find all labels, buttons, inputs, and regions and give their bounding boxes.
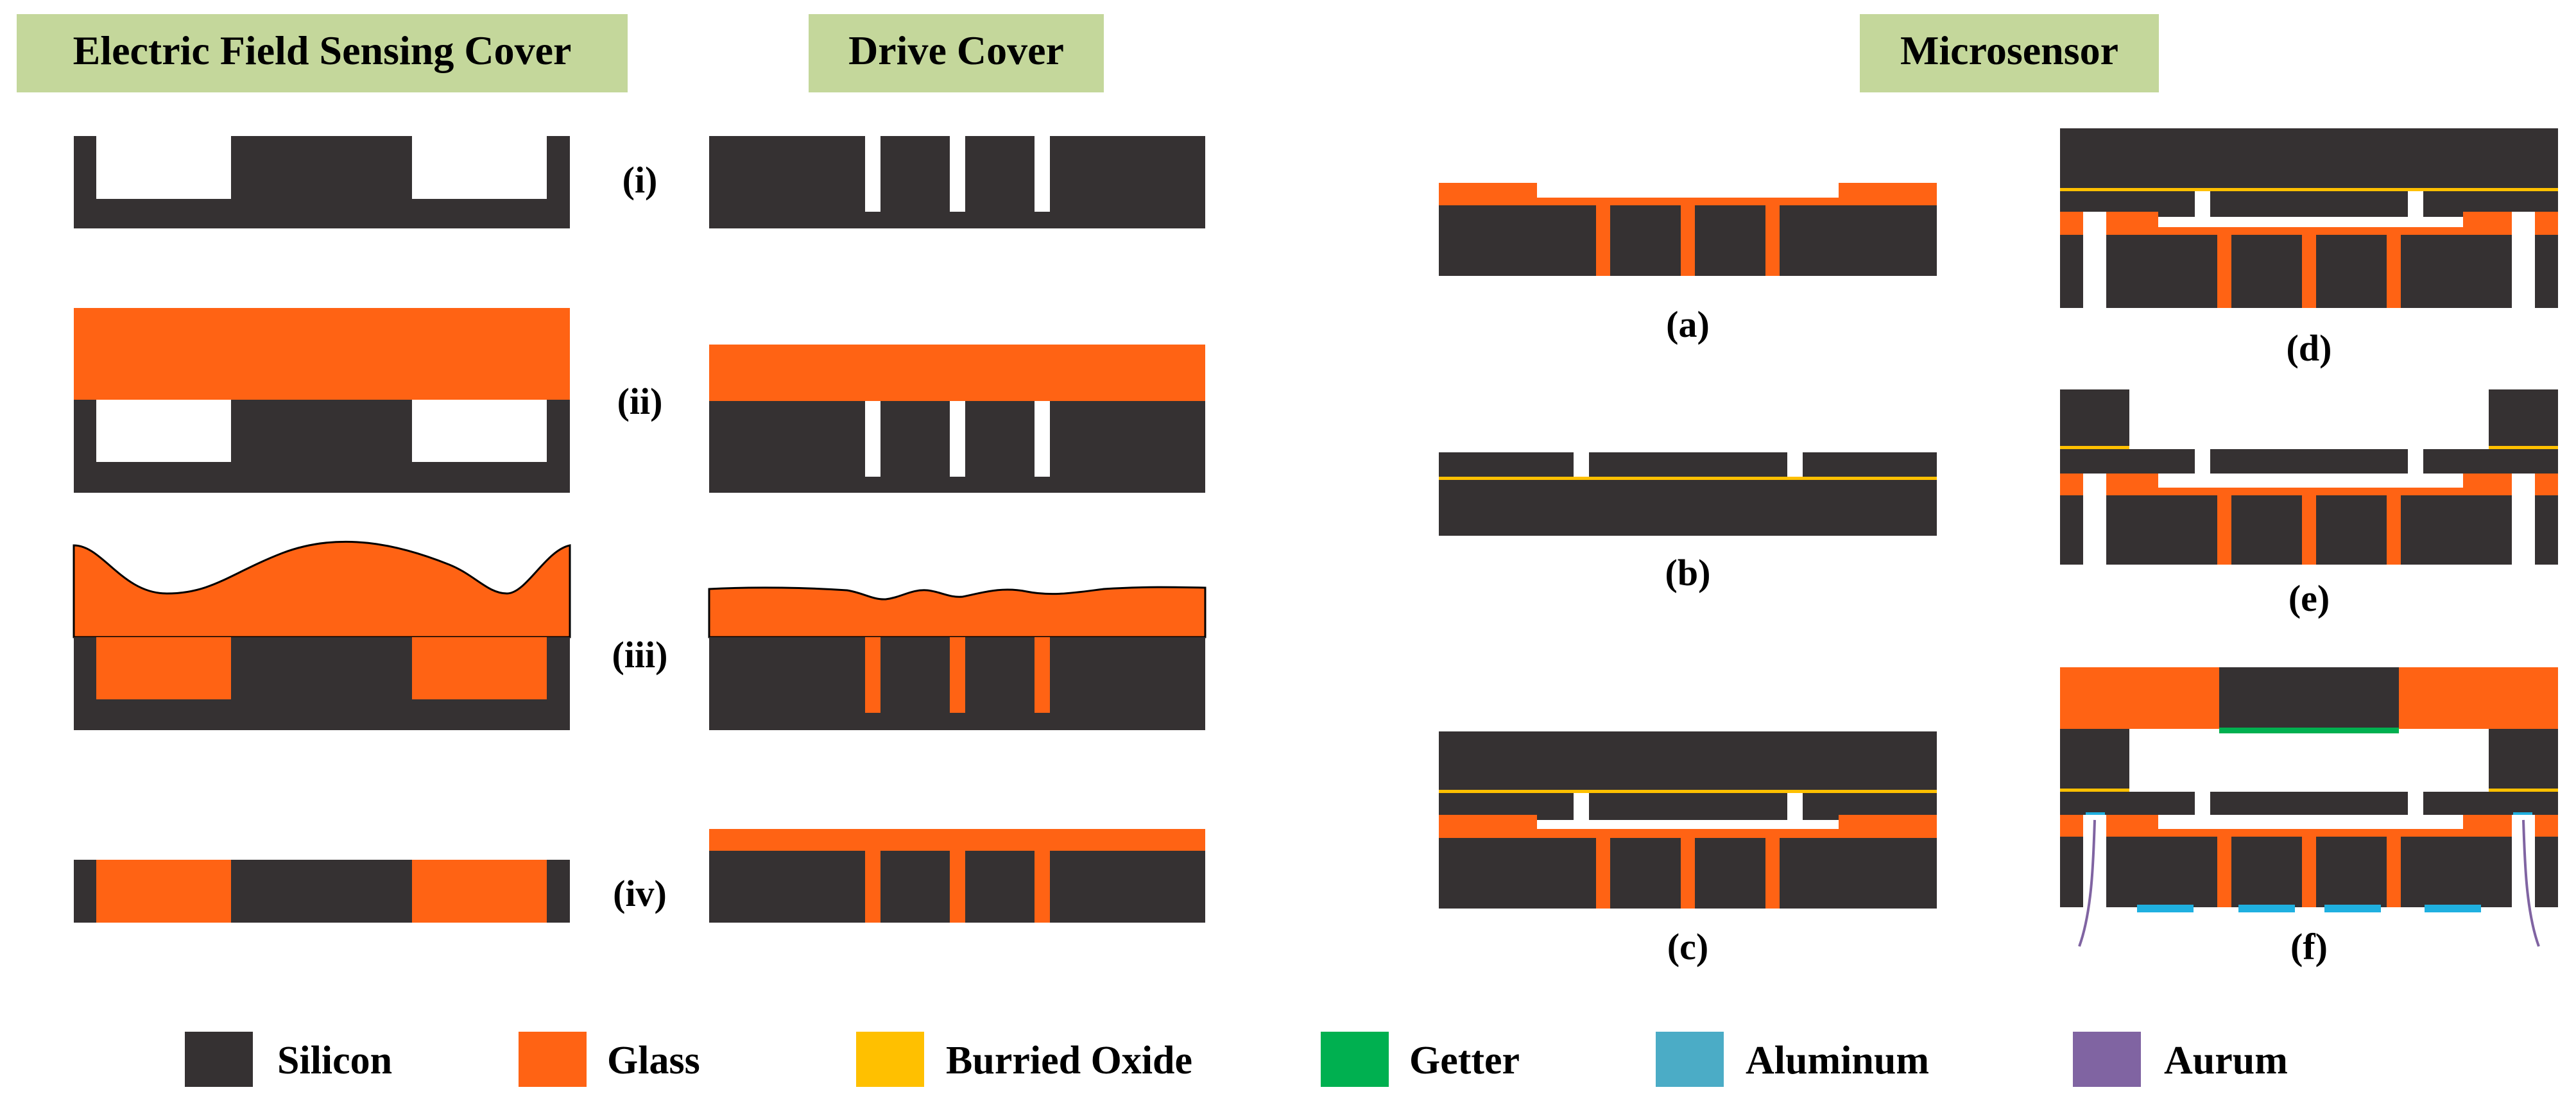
- legend-item-oxide: Burried Oxide: [856, 1032, 1192, 1087]
- title-efs-cover-text: Electric Field Sensing Cover: [73, 28, 572, 73]
- aluminum-electrode: [2238, 905, 2295, 912]
- aluminum-electrode: [2425, 905, 2481, 912]
- step-label-i: (i): [623, 159, 658, 201]
- drive-step-iii: [708, 586, 1206, 730]
- aurum-wire-left: [2078, 819, 2096, 947]
- legend: Silicon Glass Burried Oxide Getter Alumi…: [185, 1032, 2288, 1087]
- title-microsensor: Microsensor: [1860, 14, 2159, 92]
- microsensor-step-a: [1439, 183, 1937, 276]
- legend-item-aluminum: Aluminum: [1656, 1032, 1929, 1087]
- legend-label-oxide: Burried Oxide: [946, 1039, 1192, 1082]
- efs-step-ii: [74, 308, 570, 493]
- legend-swatch-aluminum: [1656, 1032, 1724, 1087]
- legend-item-glass: Glass: [519, 1032, 700, 1087]
- microsensor-step-b: [1439, 452, 1937, 536]
- efs-step-iii: [73, 540, 571, 730]
- aluminum-electrode: [2324, 905, 2381, 912]
- aluminum-electrode: [2137, 905, 2194, 912]
- title-drive-cover-text: Drive Cover: [848, 28, 1064, 73]
- step-label-c: (c): [1667, 926, 1708, 968]
- legend-label-getter: Getter: [1409, 1039, 1520, 1082]
- getter-layer: [2219, 728, 2399, 733]
- microsensor-step-f: [2060, 667, 2558, 947]
- microsensor-step-e: [2060, 389, 2558, 565]
- legend-label-glass: Glass: [607, 1039, 700, 1082]
- step-label-ii: (ii): [617, 380, 663, 422]
- aurum-wire-right: [2522, 819, 2540, 947]
- legend-item-aurum: Aurum: [2073, 1032, 2288, 1087]
- microsensor-step-c: [1439, 731, 1937, 909]
- drive-step-ii: [709, 345, 1205, 493]
- step-label-b: (b): [1665, 552, 1711, 593]
- drive-step-i: [709, 136, 1205, 228]
- step-label-iii: (iii): [612, 634, 668, 676]
- legend-swatch-glass: [519, 1032, 587, 1087]
- legend-label-aluminum: Aluminum: [1746, 1039, 1929, 1082]
- microsensor-step-d: [2060, 128, 2558, 308]
- legend-label-silicon: Silicon: [277, 1039, 392, 1082]
- legend-label-aurum: Aurum: [2164, 1039, 2288, 1082]
- title-drive-cover: Drive Cover: [809, 14, 1104, 92]
- legend-swatch-oxide: [856, 1032, 924, 1087]
- drive-step-iv: [709, 829, 1205, 923]
- step-label-iv: (iv): [613, 873, 667, 914]
- legend-swatch-getter: [1321, 1032, 1389, 1087]
- legend-swatch-aurum: [2073, 1032, 2141, 1087]
- step-label-e: (e): [2288, 577, 2330, 619]
- legend-item-getter: Getter: [1321, 1032, 1520, 1087]
- step-label-a: (a): [1666, 303, 1710, 345]
- efs-step-i: [74, 136, 570, 228]
- legend-swatch-silicon: [185, 1032, 253, 1087]
- title-efs-cover: Electric Field Sensing Cover: [17, 14, 628, 92]
- efs-step-iv: [74, 860, 570, 923]
- legend-item-silicon: Silicon: [185, 1032, 392, 1087]
- title-microsensor-text: Microsensor: [1900, 28, 2118, 73]
- step-label-f: (f): [2290, 926, 2328, 968]
- step-label-d: (d): [2287, 327, 2332, 369]
